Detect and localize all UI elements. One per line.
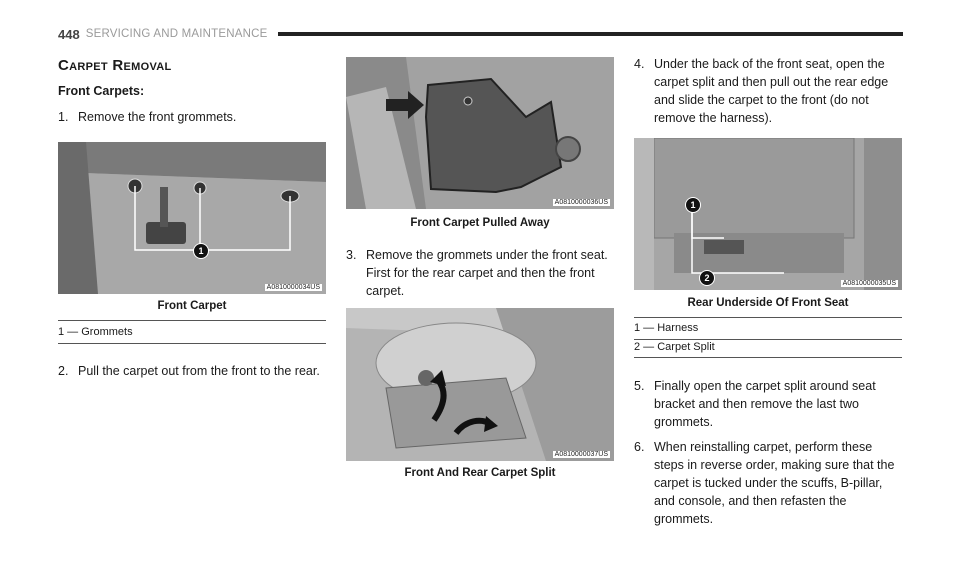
page-number: 448 bbox=[58, 26, 80, 42]
subheading: Front Carpets: bbox=[58, 84, 145, 98]
legend-row: 2 — Carpet Split bbox=[634, 341, 715, 353]
step-number: 2. bbox=[58, 364, 69, 378]
figure-carpet-split: A0810000037US bbox=[346, 308, 614, 461]
step-number: 6. bbox=[634, 440, 645, 454]
figure-id: A0810000037US bbox=[552, 451, 610, 458]
figure-caption: Rear Underside Of Front Seat bbox=[687, 297, 849, 309]
step-2: 2. Pull the carpet out from the front to… bbox=[58, 362, 326, 380]
step-text: Remove the front grommets. bbox=[78, 110, 237, 124]
step-text: Remove the grommets under the front seat… bbox=[366, 248, 608, 298]
step-text: Pull the carpet out from the front to th… bbox=[78, 364, 320, 378]
header-rule bbox=[277, 32, 903, 36]
page-header: 448 SERVICING AND MAINTENANCE bbox=[58, 26, 903, 42]
legend-divider bbox=[634, 317, 902, 318]
figure-id: A0810000036US bbox=[552, 199, 610, 206]
step-1: 1. Remove the front grommets. bbox=[58, 108, 326, 126]
step-number: 4. bbox=[634, 57, 645, 71]
legend-row: 1 — Harness bbox=[634, 322, 699, 334]
step-3: 3. Remove the grommets under the front s… bbox=[346, 246, 614, 300]
figure-front-carpet: 1 A0810000034US bbox=[58, 142, 326, 294]
step-text: Finally open the carpet split around sea… bbox=[654, 379, 876, 429]
figure-id: A0810000035US bbox=[840, 280, 898, 287]
figure-caption: Front Carpet Pulled Away bbox=[410, 217, 550, 229]
legend-divider bbox=[58, 320, 326, 321]
legend-divider bbox=[634, 339, 902, 340]
step-number: 5. bbox=[634, 379, 645, 393]
callout-1: 1 bbox=[193, 243, 209, 259]
step-4: 4. Under the back of the front seat, ope… bbox=[634, 55, 902, 127]
section-title: Carpet Removal bbox=[58, 57, 172, 74]
step-5: 5. Finally open the carpet split around … bbox=[634, 377, 902, 431]
callout-2: 2 bbox=[699, 270, 715, 286]
figure-front-carpet-pulled-away: A0810000036US bbox=[346, 57, 614, 209]
step-number: 1. bbox=[58, 110, 69, 124]
step-6: 6. When reinstalling carpet, perform the… bbox=[634, 438, 902, 528]
legend-divider bbox=[58, 343, 326, 344]
section-name: SERVICING AND MAINTENANCE bbox=[85, 28, 268, 40]
figure-rear-underside: 1 2 A0810000035US bbox=[634, 138, 902, 290]
step-text: When reinstalling carpet, perform these … bbox=[654, 440, 895, 526]
figure-caption: Front And Rear Carpet Split bbox=[404, 467, 556, 479]
step-text: Under the back of the front seat, open t… bbox=[654, 57, 889, 125]
callout-1: 1 bbox=[685, 197, 701, 213]
legend-divider bbox=[634, 357, 902, 358]
figure-caption: Front Carpet bbox=[157, 300, 227, 312]
figure-id: A0810000034US bbox=[264, 284, 322, 291]
legend-row: 1 — Grommets bbox=[58, 326, 133, 338]
step-number: 3. bbox=[346, 248, 357, 262]
